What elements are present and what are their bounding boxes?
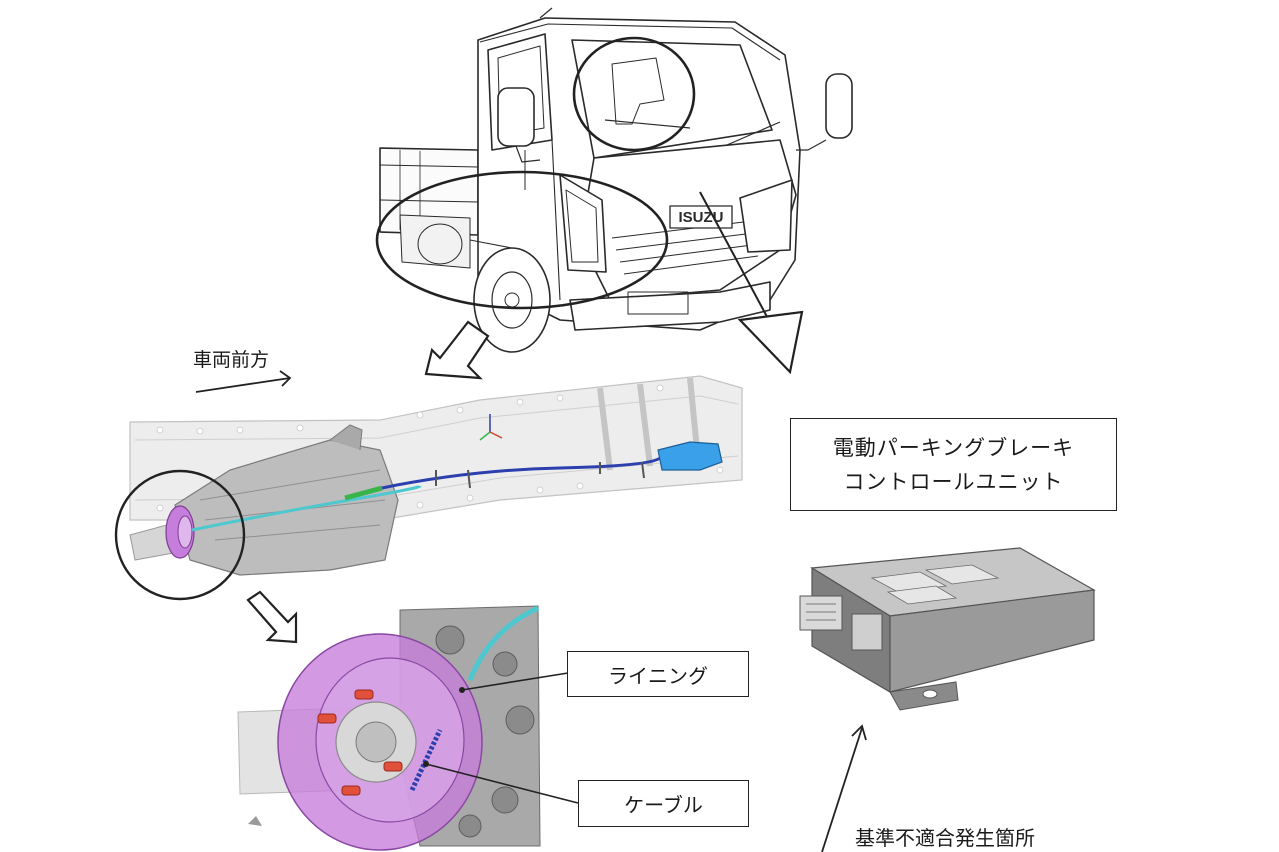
windshield-highlight-circle (572, 36, 696, 152)
lining-label: ライニング (608, 663, 708, 688)
chassis-frame (129, 375, 743, 576)
cable-label: ケーブル (624, 793, 703, 817)
ecu-label-line1: 電動パーキングブレーキ (832, 435, 1075, 460)
arrow-to-nonconformity-site (821, 724, 867, 852)
vehicle-front-label: 車両前方 (193, 349, 270, 371)
lining-label-box: ライニング (567, 651, 749, 697)
arrow-to-closeup (246, 590, 298, 644)
nonconformity-site-label: 基準不適合発生箇所 (855, 826, 1035, 850)
orientation-mark (248, 816, 262, 826)
chassis-highlight-ellipse (375, 170, 669, 310)
arrow-to-ecu (699, 191, 804, 375)
ecu-label-line2: コントロールユニット (843, 469, 1064, 494)
brake-closeup (237, 605, 579, 851)
vehicle-front-arrow (195, 370, 292, 393)
truck-illustration: ISUZU (379, 7, 853, 353)
arrow-to-frame (424, 320, 490, 380)
cable-label-box: ケーブル (578, 780, 749, 827)
brake-detail-circle (114, 469, 246, 601)
ecu-label-box: 電動パーキングブレーキ コントロールユニット (790, 418, 1117, 511)
ecu-illustration (799, 547, 1096, 711)
